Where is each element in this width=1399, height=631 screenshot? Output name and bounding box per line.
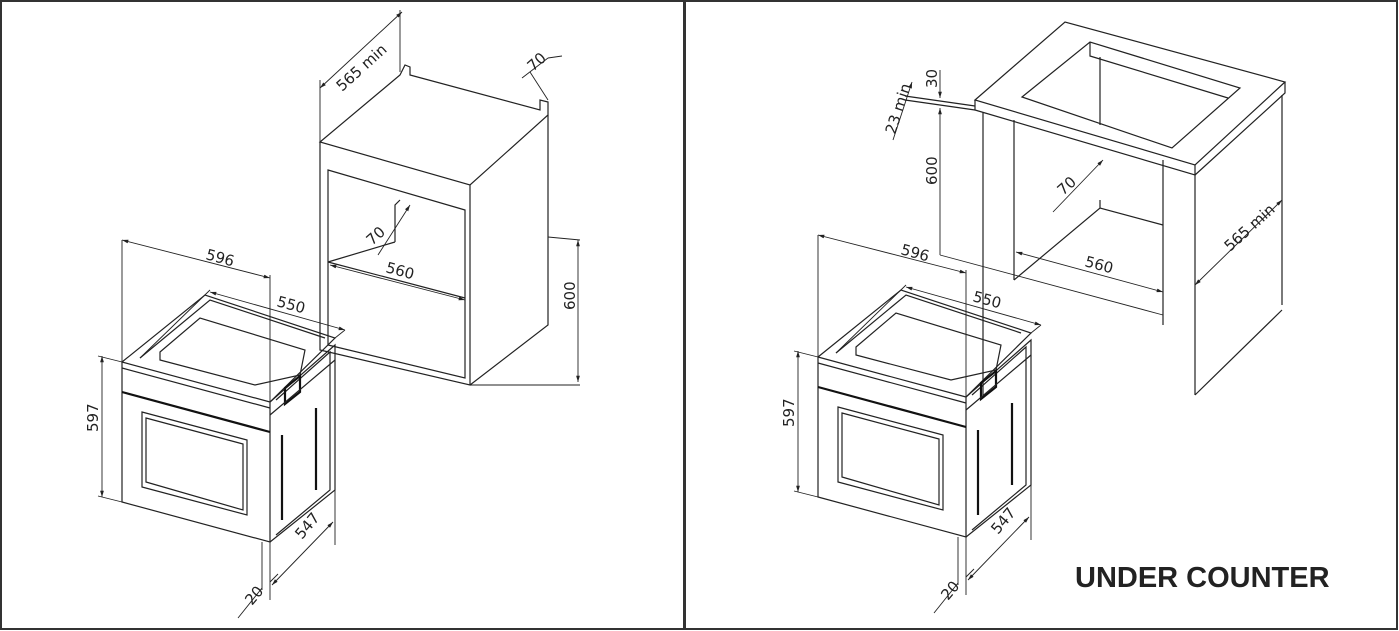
right-panel (684, 0, 1398, 630)
panel-title: UNDER COUNTER (1075, 562, 1330, 594)
left-panel (0, 0, 685, 630)
dim-opening-height-right: 600 (923, 156, 941, 185)
dim-oven-height-right: 597 (780, 398, 798, 427)
counter-drawing (892, 21, 1287, 396)
dim-opening-height: 600 (561, 281, 579, 310)
dim-counter-thickness: 30 (923, 69, 941, 88)
dim-oven-height: 597 (84, 403, 102, 432)
tall-cabinet-drawing (318, 10, 581, 386)
